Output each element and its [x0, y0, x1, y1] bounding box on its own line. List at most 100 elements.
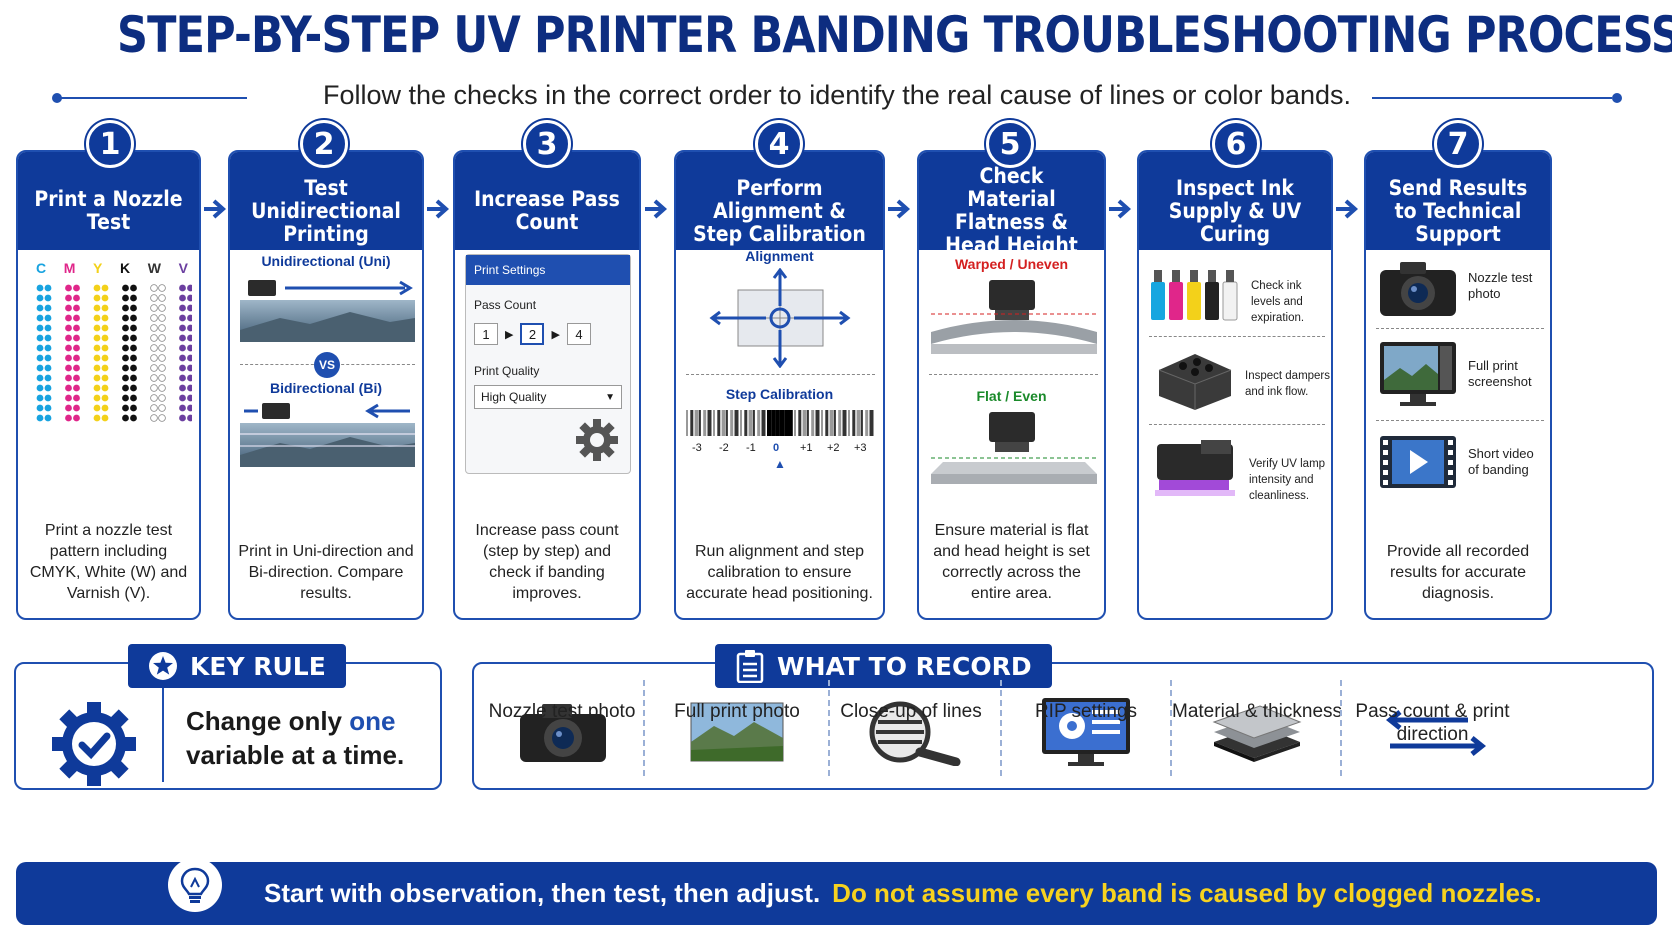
clipboard-icon — [736, 650, 764, 683]
calibration-bar — [794, 410, 796, 436]
nozzle-dot — [73, 374, 80, 382]
nozzle-dot — [73, 314, 80, 322]
camera-icon — [1380, 262, 1456, 316]
nozzle-dot — [158, 314, 166, 322]
nozzle-dot — [44, 334, 52, 342]
nozzle-dot — [179, 294, 186, 302]
calibration-bar — [707, 410, 712, 436]
step-6-title: Inspect Ink Supply & UV Curing — [1139, 152, 1331, 250]
calibration-bar — [698, 410, 701, 436]
ink-bottles-icon — [1151, 270, 1238, 321]
nozzle-dot — [150, 314, 158, 322]
bi-print-illustration — [240, 403, 415, 467]
uv-lamp-icon — [1155, 440, 1235, 496]
nozzle-dot — [187, 284, 194, 292]
flat-label: Flat / Even — [976, 388, 1047, 404]
material-layers-icon — [1212, 705, 1302, 762]
nozzle-dot — [73, 334, 80, 342]
magnifier-icon — [869, 701, 961, 766]
nozzle-dot — [65, 364, 72, 372]
calibration-scale-value: +3 — [854, 442, 867, 454]
warped-label: Warped / Uneven — [954, 256, 1069, 272]
step-4-card: Perform Alignment & Step Calibration Ali… — [674, 150, 885, 620]
nozzle-dot — [93, 374, 101, 382]
nozzle-dot — [36, 314, 44, 322]
nozzle-dot — [101, 414, 109, 422]
ink-levels-text: Check ink levels and expiration. — [1251, 280, 1305, 324]
step-4-description: Run alignment and step calibration to en… — [686, 543, 873, 602]
divider — [1340, 680, 1342, 776]
full-print-screenshot-text: Full print screenshot — [1468, 358, 1532, 389]
nozzle-dot — [158, 334, 166, 342]
pass-count-stepper[interactable]: 1 ▶ 2 ▶ 4 — [474, 323, 630, 345]
pass-option[interactable]: 4 — [566, 323, 591, 345]
nozzle-dot — [179, 354, 186, 362]
nozzle-dot — [65, 344, 72, 352]
nozzle-dot — [150, 304, 158, 312]
damper-icon — [1158, 354, 1232, 410]
calibration-bar — [721, 410, 726, 436]
nozzle-dot — [187, 324, 194, 332]
triangle-marker-icon: ▲ — [774, 457, 786, 471]
nozzle-dot — [179, 394, 186, 402]
nozzle-dot — [187, 304, 194, 312]
nozzle-dot — [150, 374, 158, 382]
flat-material-illustration — [931, 412, 1097, 484]
calibration-bar — [856, 410, 861, 436]
nozzle-dot — [101, 384, 109, 392]
nozzle-dot — [150, 324, 158, 332]
landscape-print-icon — [690, 702, 784, 762]
dampers-text: Inspect dampers and ink flow. — [1245, 370, 1331, 398]
channel-label: K — [120, 260, 131, 276]
step-5-card: Check Material Flatness & Head Height Wa… — [917, 150, 1106, 620]
nozzle-dot — [158, 374, 166, 382]
step-6-number: 6 — [1212, 120, 1260, 168]
step-2-title: Test Unidirectional Printing — [230, 152, 422, 250]
lightbulb-badge — [168, 858, 222, 912]
nozzle-dot — [130, 314, 137, 322]
nozzle-dot — [73, 324, 80, 332]
step-5-title: Check Material Flatness & Head Height — [919, 152, 1104, 257]
subtitle-row: Follow the checks in the correct order t… — [52, 80, 1622, 116]
key-rule-highlight: one — [349, 706, 396, 736]
print-quality-select[interactable]: High Quality ▼ — [474, 385, 622, 409]
nozzle-dot — [73, 414, 80, 422]
calibration-bar — [734, 410, 739, 436]
step-4-title: Perform Alignment & Step Calibration — [676, 152, 883, 250]
play-arrow-icon: ▶ — [505, 328, 514, 341]
nozzle-dot — [122, 304, 129, 312]
nozzle-dot — [122, 294, 129, 302]
key-rule-text-after: variable at a time. — [186, 740, 405, 770]
nozzle-dot — [93, 304, 101, 312]
nozzle-dot — [65, 284, 72, 292]
pass-option[interactable]: 1 — [474, 323, 498, 345]
nozzle-dot — [179, 414, 186, 422]
nozzle-dot — [65, 384, 72, 392]
uv-lamp-text: Verify UV lamp intensity and cleanliness… — [1249, 458, 1326, 502]
gear-icon — [576, 419, 618, 461]
nozzle-dot — [179, 374, 186, 382]
nozzle-dot — [187, 294, 194, 302]
channel-label: V — [178, 260, 188, 276]
uni-label: Unidirectional (Uni) — [261, 253, 391, 269]
nozzle-dot — [150, 354, 158, 362]
pass-option-selected[interactable]: 2 — [520, 323, 545, 345]
play-arrow-icon: ▶ — [551, 328, 560, 341]
footer-banner: Start with observation, then test, then … — [16, 858, 1657, 925]
record-item-full-print: Full print photo — [674, 701, 800, 722]
nozzle-dot-grid — [36, 284, 194, 422]
key-rule-tab-label: KEY RULE — [190, 651, 326, 681]
nozzle-dot — [179, 364, 186, 372]
camera-icon — [520, 704, 606, 762]
nozzle-dot — [150, 394, 158, 402]
calibration-scale-value: -2 — [719, 442, 729, 454]
nozzle-dot — [101, 354, 109, 362]
divider — [643, 680, 645, 776]
nozzle-dot — [150, 414, 158, 422]
nozzle-dot — [122, 354, 129, 362]
calibration-bar — [821, 410, 823, 436]
calibration-bar — [815, 410, 820, 436]
print-settings-panel: Print Settings Pass Count 1 ▶ 2 ▶ 4 Prin… — [465, 254, 631, 474]
nozzle-dot — [130, 324, 137, 332]
